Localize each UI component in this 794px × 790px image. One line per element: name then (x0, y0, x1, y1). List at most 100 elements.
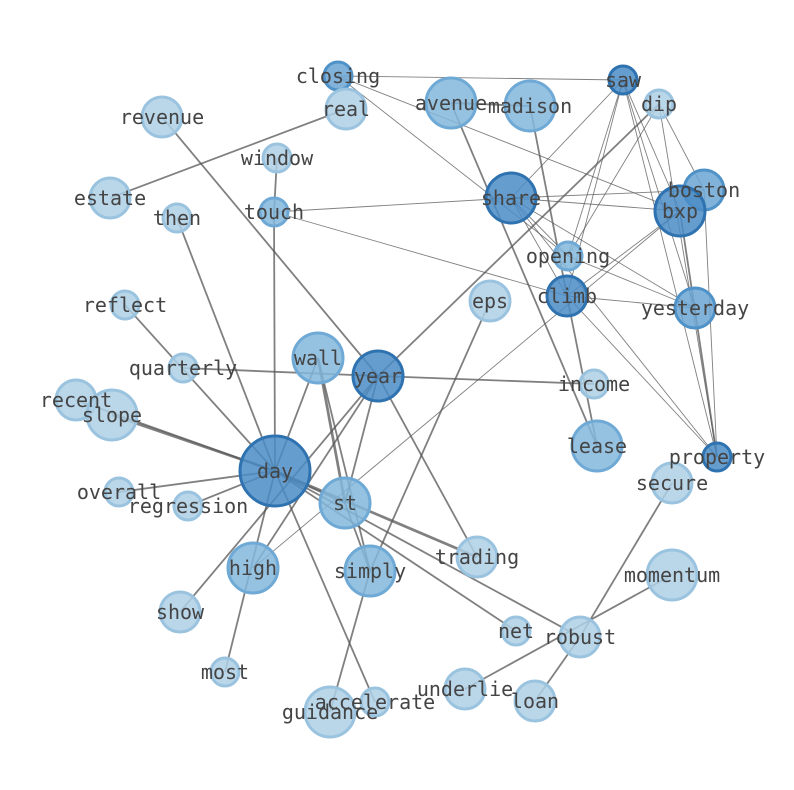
node-label-year: year (354, 364, 402, 388)
node-label-window: window (241, 146, 314, 170)
node-label-saw: saw (605, 68, 642, 92)
edge-saw-opening (567, 79, 624, 257)
node-label-momentum: momentum (624, 563, 720, 587)
edge-saw-share (510, 79, 624, 199)
edge-touch-share (273, 197, 512, 213)
node-secure (650, 461, 694, 505)
node-dip (643, 88, 675, 120)
edge-wall-simply (317, 357, 371, 572)
node-share (484, 171, 538, 225)
node-touch (258, 196, 290, 228)
node-regression (172, 490, 204, 522)
edge-touch-day (273, 211, 276, 472)
edge-year-high (252, 375, 379, 569)
node-reflect (109, 289, 141, 321)
node-saw (607, 64, 639, 96)
edge-climb-property (566, 295, 718, 458)
node-label-quarterly: quarterly (129, 356, 237, 380)
node-overall (103, 476, 135, 508)
node-real (324, 87, 368, 131)
edge-opening-yesterday (567, 255, 696, 309)
node-label-madison: madison (488, 94, 572, 118)
node-loan (513, 679, 557, 723)
node-label-real: real (322, 97, 370, 121)
node-label-opening: opening (526, 244, 610, 268)
node-estate (88, 176, 132, 220)
edge-year-trading (377, 375, 478, 558)
node-avenue (424, 76, 478, 130)
node-label-lease: lease (567, 434, 627, 458)
node-label-reflect: reflect (83, 293, 167, 317)
node-madison (503, 79, 557, 133)
node-label-bxp: bxp (662, 199, 698, 223)
node-label-slope: slope (82, 403, 142, 427)
edge-day-trading (274, 469, 478, 559)
node-layer (54, 60, 733, 739)
node-label-then: then (153, 206, 201, 230)
edge-real-estate (109, 108, 347, 199)
edge-year-income (377, 375, 595, 385)
node-label-simply: simply (334, 559, 406, 583)
node-label-robust: robust (544, 625, 616, 649)
edge-share-bxp (510, 197, 681, 212)
node-st (318, 476, 372, 530)
node-momentum (645, 548, 699, 602)
edge-day-net (274, 470, 517, 632)
node-trading (455, 535, 499, 579)
edge-layer (75, 75, 718, 713)
node-label-st: st (333, 491, 357, 515)
node-opening (552, 240, 584, 272)
node-label-touch: touch (244, 200, 304, 224)
node-label-underlie: underlie (417, 677, 513, 701)
node-property (701, 441, 733, 473)
node-label-secure: secure (636, 471, 708, 495)
node-label-climb: climb (537, 284, 597, 308)
node-wall (291, 331, 345, 385)
node-revenue (140, 95, 184, 139)
edge-share-yesterday (510, 197, 696, 309)
node-label-high: high (229, 556, 277, 580)
node-quarterly (167, 352, 199, 384)
node-label-most: most (201, 660, 249, 684)
node-label-closing: closing (296, 64, 380, 88)
node-window (261, 142, 293, 174)
node-slope (85, 388, 139, 442)
node-label-share: share (481, 186, 541, 210)
node-label-accelerate: accelerate (315, 690, 435, 714)
edge-dip-opening (567, 103, 660, 257)
node-label-yesterday: yesterday (641, 296, 749, 320)
edge-revenue-year (161, 116, 379, 377)
edge-saw-property (622, 79, 718, 458)
edge-quarterly-year (182, 367, 379, 377)
node-label-avenue: avenue (415, 91, 487, 115)
node-robust (558, 615, 602, 659)
edge-reflect-day (124, 304, 276, 472)
edge-then-day (176, 217, 276, 472)
node-net (500, 615, 532, 647)
node-most (209, 656, 241, 688)
node-simply (343, 544, 397, 598)
node-label-regression: regression (128, 494, 248, 518)
node-label-estate: estate (74, 186, 146, 210)
node-label-boston: boston (668, 178, 740, 202)
node-day (238, 434, 312, 508)
edge-closing-opening (337, 75, 569, 257)
node-show (158, 590, 202, 634)
edge-robust-secure (579, 482, 673, 638)
node-label-recent: recent (40, 388, 112, 412)
node-eps (468, 279, 512, 323)
node-label-loan: loan (511, 689, 559, 713)
node-income (578, 368, 610, 400)
node-label-revenue: revenue (120, 105, 204, 129)
edge-touch-climb (273, 211, 568, 297)
edge-avenue-lease (450, 102, 598, 447)
edge-closing-saw (337, 75, 624, 81)
node-label-trading: trading (435, 545, 519, 569)
node-guidance (303, 685, 357, 739)
edge-saw-yesterday (622, 79, 696, 309)
node-climb (545, 274, 589, 318)
edge-share-property (510, 197, 718, 458)
node-label-guidance: guidance (282, 700, 378, 724)
